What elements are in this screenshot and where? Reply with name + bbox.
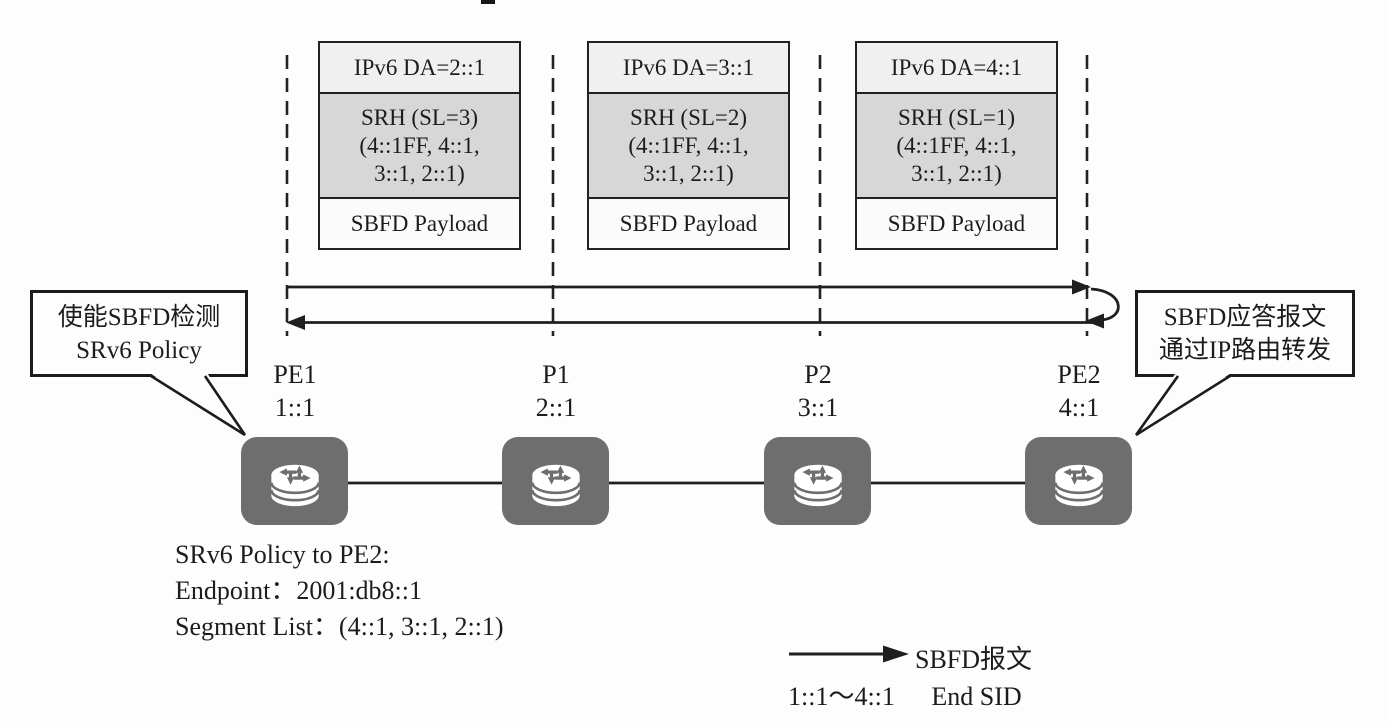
router-sid: 4::1 (1058, 393, 1100, 422)
srh-line1: SRH (SL=3) (360, 104, 479, 130)
router-sid: 3::1 (797, 393, 839, 422)
srh-field: SRH (SL=3) (4::1FF, 4::1, 3::1, 2::1) (320, 94, 519, 199)
packet-box-hop3: IPv6 DA=4::1 SRH (SL=1) (4::1FF, 4::1, 3… (855, 41, 1058, 250)
sbfd-payload-field: SBFD Payload (589, 199, 788, 248)
router-sid: 2::1 (535, 393, 577, 422)
callout-line1: 使能SBFD检测 (57, 303, 221, 331)
sbfd-uturn-arrow (1085, 287, 1120, 329)
ipv6-da-field: IPv6 DA=4::1 (857, 43, 1056, 94)
sbfd-payload-field: SBFD Payload (857, 199, 1056, 248)
ipv6-da-field: IPv6 DA=3::1 (589, 43, 788, 94)
router-name: P2 (804, 360, 832, 389)
legend-sid-label: End SID (931, 682, 1022, 711)
srv6-policy-text: SRv6 Policy to PE2: Endpoint：2001:db8::1… (175, 537, 504, 645)
callout-line2: SRv6 Policy (76, 336, 202, 364)
srh-field: SRH (SL=1) (4::1FF, 4::1, 3::1, 2::1) (857, 94, 1056, 199)
legend-sbfd-packet-label: SBFD报文 (915, 645, 1033, 674)
policy-title: SRv6 Policy to PE2: (175, 540, 390, 569)
legend-arrow (789, 645, 909, 663)
srh-line3: 3::1, 2::1) (911, 160, 1002, 186)
router-icon (1053, 464, 1104, 507)
router-name: PE2 (1057, 360, 1101, 389)
router-node-p1 (502, 437, 609, 525)
router-label-p2: P2 3::1 (748, 358, 888, 424)
cropped-edge-artifact (481, 0, 495, 4)
srh-line3: 3::1, 2::1) (643, 160, 734, 186)
callout-line1: SBFD应答报文 (1163, 303, 1327, 331)
router-label-pe1: PE1 1::1 (225, 358, 365, 424)
packet-box-hop2: IPv6 DA=3::1 SRH (SL=2) (4::1FF, 4::1, 3… (587, 41, 790, 250)
router-icon (269, 464, 320, 507)
legend-sid-range: 1::1～4::1 (788, 682, 895, 711)
router-label-p1: P1 2::1 (486, 358, 626, 424)
router-sid: 1::1 (274, 393, 316, 422)
router-node-p2 (764, 437, 871, 525)
srh-line2: (4::1FF, 4::1, (359, 132, 480, 158)
router-name: P1 (542, 360, 570, 389)
callout-right-tail (1134, 372, 1232, 437)
srh-line1: SRH (SL=1) (897, 104, 1016, 130)
router-icon (792, 464, 843, 507)
router-node-pe1 (241, 437, 348, 525)
sbfd-return-arrow (286, 315, 1099, 330)
router-label-pe2: PE2 4::1 (1009, 358, 1149, 424)
srh-line3: 3::1, 2::1) (374, 160, 465, 186)
sbfd-payload-field: SBFD Payload (320, 199, 519, 248)
packet-box-hop1: IPv6 DA=2::1 SRH (SL=3) (4::1FF, 4::1, 3… (318, 41, 521, 250)
router-node-pe2 (1025, 437, 1132, 525)
callout-line2: 通过IP路由转发 (1158, 336, 1332, 364)
srh-line1: SRH (SL=2) (629, 104, 748, 130)
srh-line2: (4::1FF, 4::1, (896, 132, 1017, 158)
sbfd-forward-arrow (287, 279, 1091, 295)
policy-endpoint: Endpoint：2001:db8::1 (175, 576, 423, 605)
ipv6-da-field: IPv6 DA=2::1 (320, 43, 519, 94)
policy-segment-list: Segment List：(4::1, 3::1, 2::1) (175, 612, 504, 641)
callout-sbfd-reply: SBFD应答报文 通过IP路由转发 (1135, 290, 1355, 377)
srh-line2: (4::1FF, 4::1, (628, 132, 749, 158)
legend-end-sid: 1::1～4::1 End SID (788, 676, 1022, 713)
srh-field: SRH (SL=2) (4::1FF, 4::1, 3::1, 2::1) (589, 94, 788, 199)
router-name: PE1 (273, 360, 317, 389)
callout-enable-sbfd: 使能SBFD检测 SRv6 Policy (30, 290, 248, 377)
router-icon (530, 464, 581, 507)
